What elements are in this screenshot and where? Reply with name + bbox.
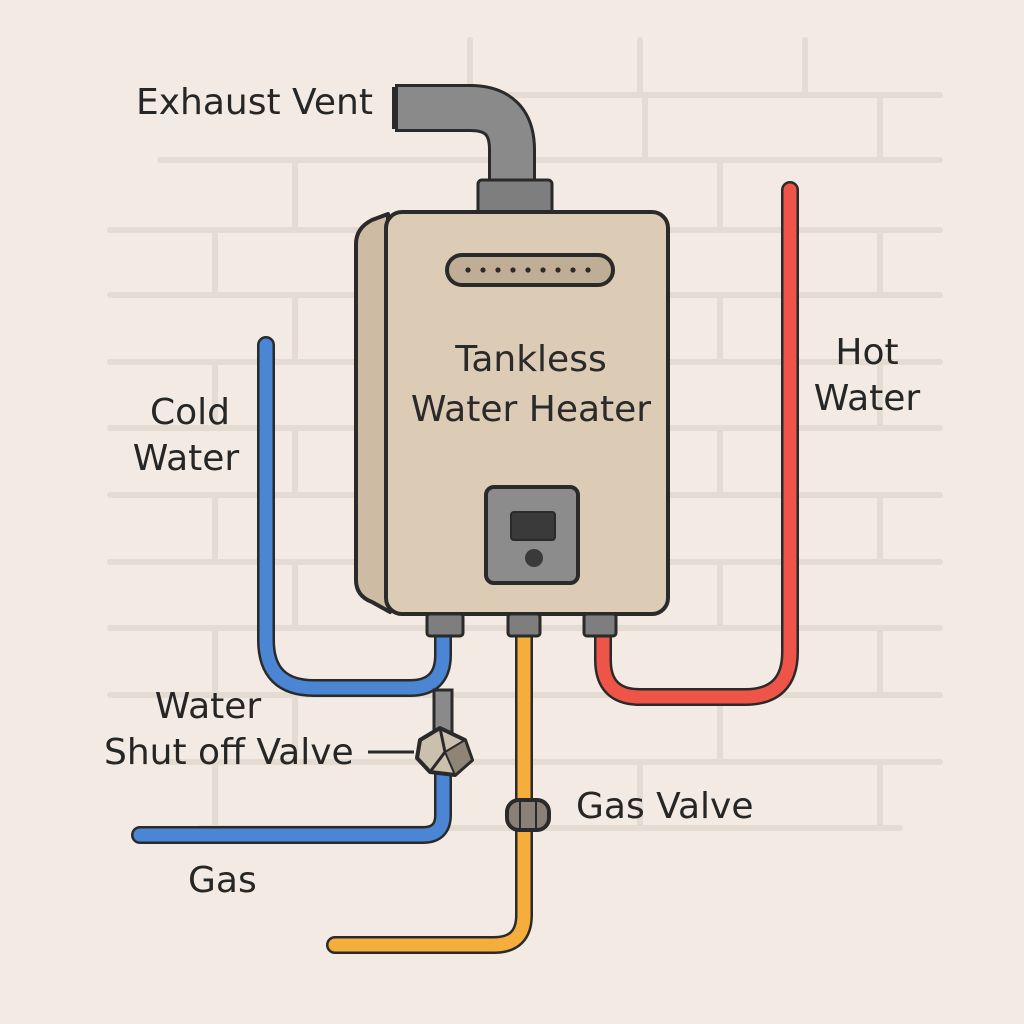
pipe-fittings [425, 612, 618, 638]
cold-water-label-line2: Water [132, 438, 240, 479]
gas-label: Gas [188, 860, 257, 901]
shutoff-valve-icon [368, 726, 474, 777]
heater-title-line2: Water Heater [410, 389, 652, 430]
shutoff-valve-label-line1: Water [154, 686, 262, 727]
hot-water-label-line2: Water [813, 378, 921, 419]
gas-valve-label: Gas Valve [576, 786, 754, 827]
hot-water-pipe [594, 181, 799, 706]
tankless-heater-body [354, 210, 670, 616]
shutoff-valve-label-line2: Shut off Valve [104, 732, 354, 773]
control-panel-icon [484, 485, 580, 585]
burner-vent-icon [445, 253, 615, 287]
heater-title-line1: Tankless [455, 339, 607, 380]
exhaust-vent-pipe [392, 84, 554, 216]
gas-pipe [326, 623, 533, 954]
gas-valve-icon [505, 798, 551, 832]
cold-water-label-line1: Cold [149, 392, 230, 433]
cold-water-pipe [131, 336, 454, 844]
exhaust-vent-label: Exhaust Vent [136, 82, 373, 123]
hot-water-label-line1: Hot [835, 332, 899, 373]
